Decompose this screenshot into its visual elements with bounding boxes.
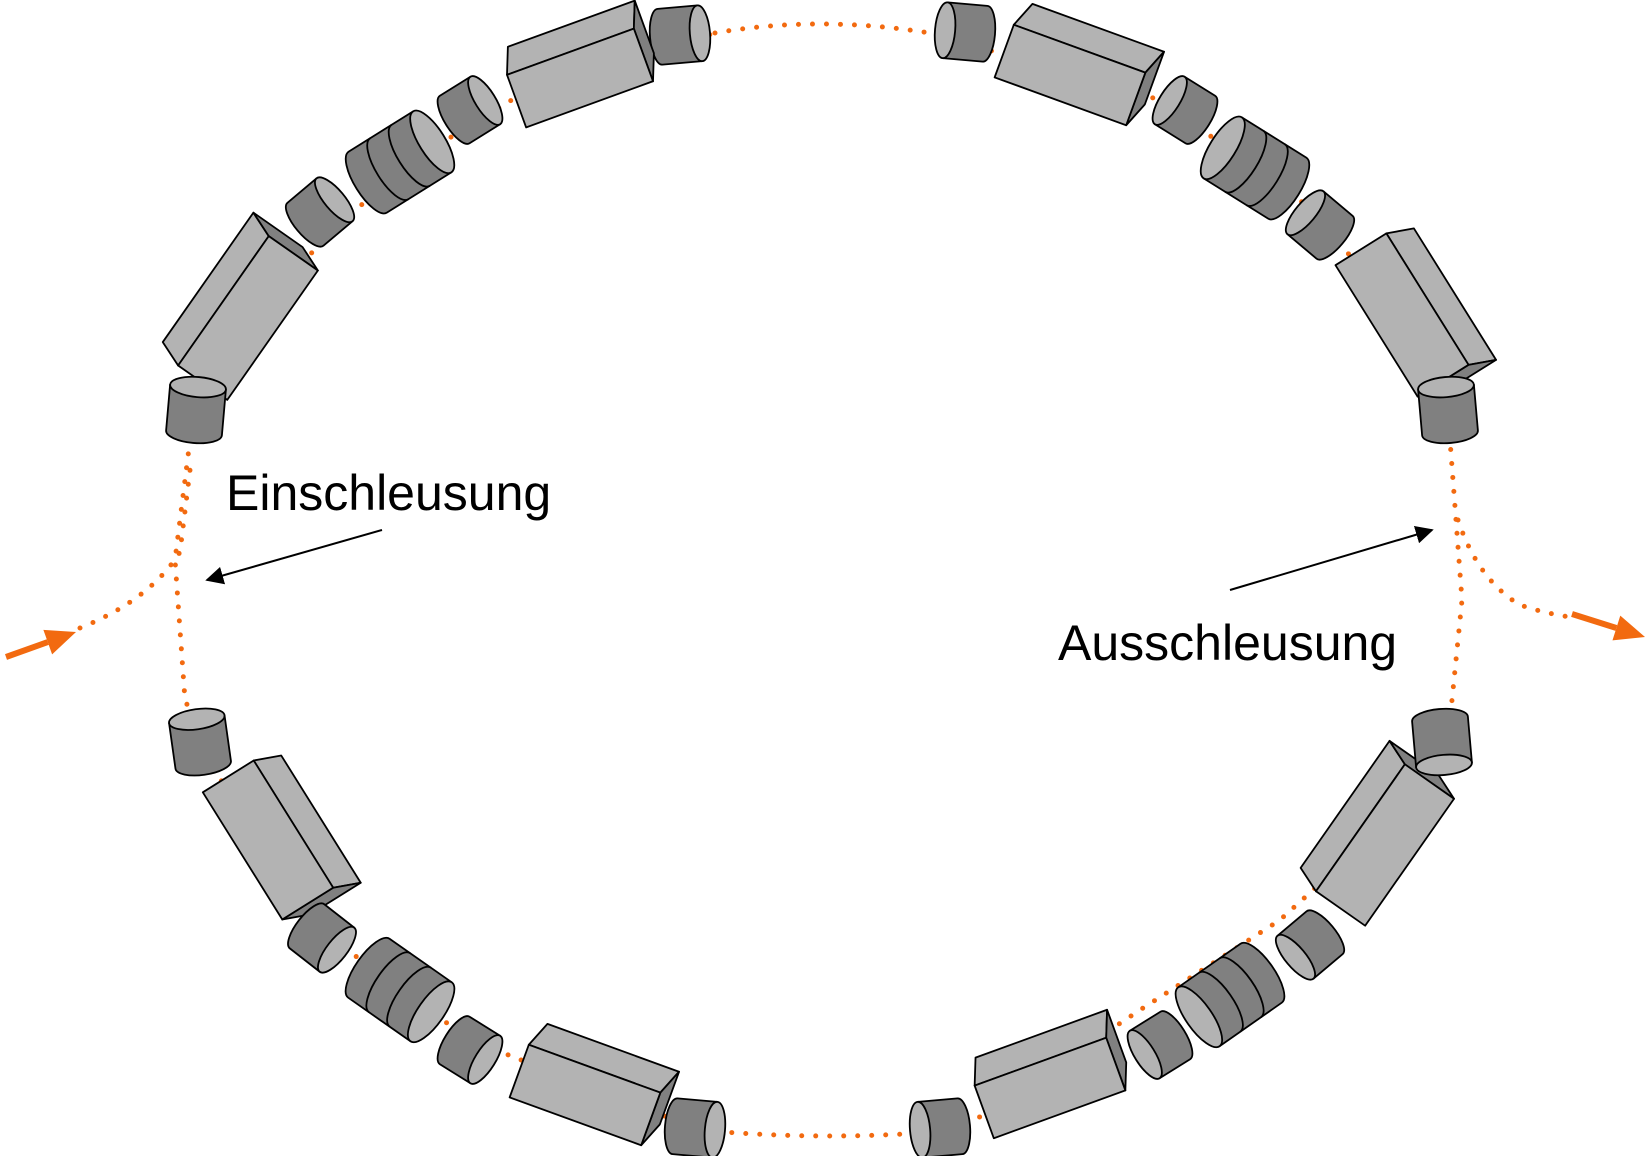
quadrupole-magnet [1411, 707, 1473, 777]
quadrupole-magnet [933, 1, 997, 63]
dipole-magnet [1299, 739, 1455, 927]
quadrupole-triplet-magnet [344, 109, 456, 215]
beam-direction-arrows [4, 611, 1645, 660]
dipole-magnet [1334, 227, 1497, 398]
extraction-beam-line [1455, 517, 1581, 621]
quadrupole-magnet [1274, 909, 1345, 981]
quadrupole-magnet [168, 707, 232, 777]
quadrupole-magnet [908, 1097, 972, 1156]
quadrupole-magnet [436, 1015, 504, 1085]
dipole-magnet [973, 1008, 1128, 1140]
quadrupole-magnet [165, 375, 227, 445]
quadrupole-magnet [1126, 1010, 1194, 1080]
quadrupole-magnet [285, 176, 356, 248]
quadrupole-magnet [1151, 75, 1219, 145]
injection-beam-arrow [4, 629, 76, 660]
quadrupole-magnet [1284, 189, 1355, 261]
quadrupole-triplet-magnet [1199, 115, 1311, 221]
quadrupole-triplet-magnet [344, 936, 456, 1044]
ring-magnets [161, 0, 1497, 1156]
dipole-magnet [506, 0, 655, 129]
quadrupole-magnet [287, 902, 357, 974]
dipole-magnet [161, 211, 319, 401]
quadrupole-magnet [1417, 375, 1479, 445]
quadrupole-magnet [648, 4, 712, 66]
dipole-magnet [508, 1022, 680, 1147]
quadrupole-triplet-magnet [1174, 941, 1286, 1049]
dipole-magnet [993, 2, 1165, 127]
extraction-beam-arrow [1571, 611, 1645, 641]
extraction-pointer-arrow [1229, 525, 1434, 591]
quadrupole-magnet [436, 75, 504, 145]
dipole-magnet [201, 754, 362, 921]
quadrupole-magnet [663, 1097, 727, 1156]
pointer-arrows [205, 525, 1434, 591]
injection-beam-line [77, 467, 193, 631]
injection-label: Einschleusung [226, 465, 552, 521]
injection-pointer-arrow [205, 529, 383, 585]
extraction-label: Ausschleusung [1058, 615, 1398, 671]
